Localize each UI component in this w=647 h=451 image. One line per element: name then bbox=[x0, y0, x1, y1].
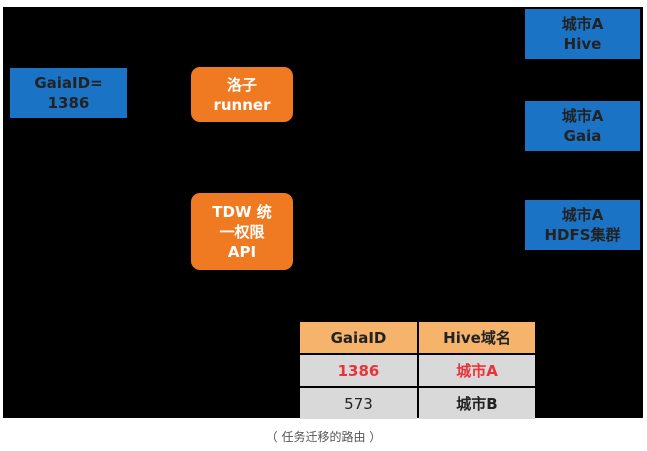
cell-hive-domain: 城市A bbox=[419, 355, 535, 386]
luozi-runner-box: 洛子 runner bbox=[191, 67, 293, 122]
table-row: 1386 城市A bbox=[300, 355, 535, 386]
target-hive-box: 城市A Hive bbox=[525, 9, 640, 59]
header-gaiaid: GaiaID bbox=[300, 322, 417, 353]
header-hive-domain: Hive域名 bbox=[419, 322, 535, 353]
cell-gaiaid: 573 bbox=[300, 388, 417, 419]
gaia-id-box: GaiaID= 1386 bbox=[10, 68, 127, 118]
cell-gaiaid: 1386 bbox=[300, 355, 417, 386]
table-header: GaiaID Hive域名 bbox=[300, 322, 535, 353]
routing-table: GaiaID Hive域名 1386 城市A 573 城市B bbox=[298, 320, 537, 421]
target-hdfs-box: 城市A HDFS集群 bbox=[525, 200, 640, 250]
target-gaia-box: 城市A Gaia bbox=[525, 101, 640, 151]
cell-hive-domain: 城市B bbox=[419, 388, 535, 419]
tdw-api-box: TDW 统 一权限 API bbox=[191, 193, 293, 270]
table-row: 573 城市B bbox=[300, 388, 535, 419]
caption: （ 任务迁移的路由 ） bbox=[265, 430, 382, 444]
